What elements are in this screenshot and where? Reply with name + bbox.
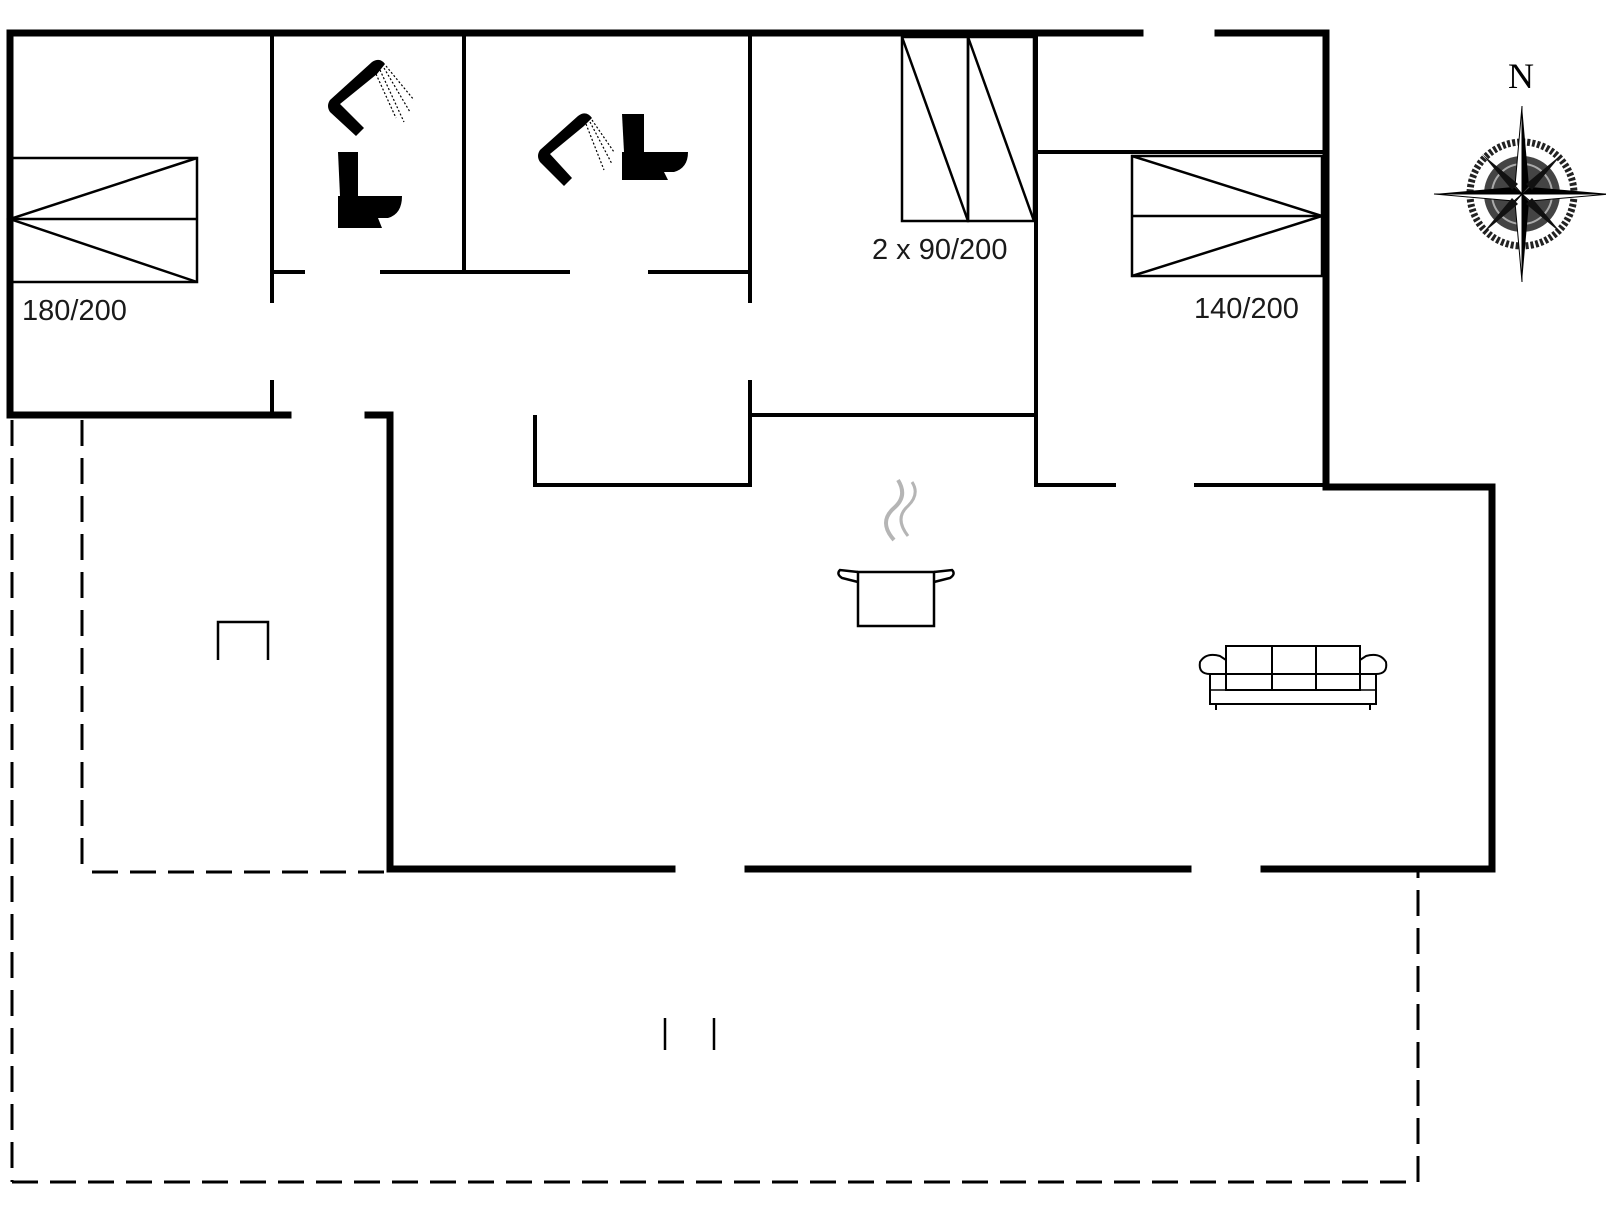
covered-terrace-outline bbox=[10, 420, 1420, 1184]
interior-walls bbox=[270, 33, 1326, 487]
compass-north-label: N bbox=[1508, 56, 1534, 96]
bed-size-label: 2 x 90/200 bbox=[872, 234, 1007, 266]
bed-size-label: 180/200 bbox=[22, 295, 127, 327]
shower-icon bbox=[538, 113, 615, 186]
cooking-pot-icon bbox=[837, 478, 955, 628]
compass-rose-icon bbox=[1433, 105, 1606, 283]
toilet-icon bbox=[622, 114, 688, 180]
bed-icon bbox=[1130, 154, 1327, 278]
toilet-icon bbox=[338, 152, 402, 228]
bed-icon bbox=[900, 35, 1036, 223]
stove-symbol bbox=[216, 620, 270, 660]
sofa-icon bbox=[1198, 645, 1388, 710]
shower-icon bbox=[328, 59, 415, 136]
terrace-marker bbox=[663, 1018, 716, 1050]
bed-icon bbox=[6, 156, 199, 284]
bed-size-label: 140/200 bbox=[1194, 293, 1299, 325]
